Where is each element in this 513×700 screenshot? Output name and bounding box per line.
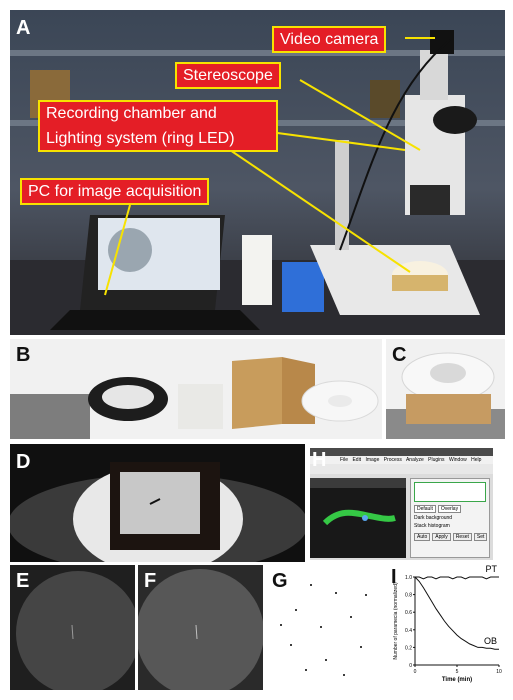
x-tick-label: 0 <box>414 669 417 675</box>
laptop-screen-dish <box>108 228 152 272</box>
panel-g-image: G <box>266 565 386 690</box>
y-tick-label: 0.6 <box>405 610 412 616</box>
panel-b-photo: B <box>10 339 382 439</box>
set-button[interactable]: Set <box>473 533 488 541</box>
software-menubar: File Edit Image Process Analyze Plugins … <box>310 456 493 464</box>
y-axis-label: Number of paramecia (normalized) <box>393 582 399 660</box>
series-line-ob <box>414 576 499 650</box>
recording-chamber-callout: Recording chamber and Lighting system (r… <box>38 100 278 153</box>
y-tick-label: 0.4 <box>405 628 412 634</box>
series-label-pt: PT <box>485 565 497 574</box>
panel-c-photo: C <box>386 339 505 439</box>
dish-image-e <box>16 571 135 690</box>
panel-f-label: F <box>144 570 157 592</box>
video-camera-callout: Video camera <box>272 26 387 54</box>
recording-chamber-line2: Lighting system (ring LED) <box>46 130 235 148</box>
panel-d-photo: D <box>10 444 305 562</box>
menu-window[interactable]: Window <box>448 457 467 463</box>
menu-image[interactable]: Image <box>365 457 380 463</box>
menu-file[interactable]: File <box>340 457 349 463</box>
software-toolbar <box>310 464 493 474</box>
dropdown-display[interactable]: Overlay <box>437 505 462 513</box>
software-titlebar <box>310 448 493 456</box>
menu-process[interactable]: Process <box>383 457 402 463</box>
y-tick-label: 0.8 <box>405 593 412 599</box>
panel-h-label: H <box>312 449 327 471</box>
binarized-dots <box>280 584 367 676</box>
tracking-image <box>310 488 406 558</box>
x-axis-label: Time (min) <box>442 677 472 683</box>
panel-a-photo: A Video camera Stereoscope Recording cha… <box>10 10 505 335</box>
series-line-pt <box>415 576 499 580</box>
panel-h-screenshot: File Edit Image Process Analyze Plugins … <box>310 448 493 560</box>
y-tick-label: 0.2 <box>405 645 412 651</box>
menu-edit[interactable]: Edit <box>352 457 362 463</box>
checkbox-stack-histogram[interactable]: Stack histogram <box>414 523 450 529</box>
pc-callout: PC for image acquisition <box>20 178 210 206</box>
chamber-window <box>120 472 200 534</box>
dropdown-method[interactable]: Default <box>414 505 436 513</box>
image-window <box>310 478 406 558</box>
y-tick-label: 1.0 <box>405 575 412 581</box>
checkbox-dark-background[interactable]: Dark background <box>414 515 453 521</box>
panel-e-label: E <box>16 570 30 592</box>
panel-e-image: E <box>10 565 135 690</box>
menu-analyze[interactable]: Analyze <box>405 457 424 463</box>
x-tick-label: 10 <box>496 669 502 675</box>
panel-c-label: C <box>392 344 407 366</box>
panel-g-label: G <box>272 570 288 592</box>
panel-d-label: D <box>16 451 31 473</box>
panel-f-image: F <box>138 565 263 690</box>
dish-image-f <box>138 569 263 690</box>
x-tick-label: 5 <box>456 669 459 675</box>
stereoscope-callout: Stereoscope <box>175 62 281 90</box>
y-tick-label: 0 <box>409 663 412 669</box>
panel-i-label: I <box>391 566 397 588</box>
panel-b-label: B <box>16 344 31 366</box>
recording-chamber-line1: Recording chamber and <box>46 105 217 122</box>
menu-plugins[interactable]: Plugins <box>428 457 445 463</box>
lab-setup-image <box>10 10 505 335</box>
histogram-box <box>414 482 486 502</box>
series-label-ob: OB <box>484 636 497 646</box>
threshold-panel: Default Overlay Dark background Stack hi… <box>410 478 490 558</box>
auto-button[interactable]: Auto <box>414 533 431 541</box>
menu-help[interactable]: Help <box>471 457 482 463</box>
apply-button[interactable]: Apply <box>432 533 451 541</box>
reset-button[interactable]: Reset <box>452 533 472 541</box>
panel-a-label: A <box>16 17 31 39</box>
